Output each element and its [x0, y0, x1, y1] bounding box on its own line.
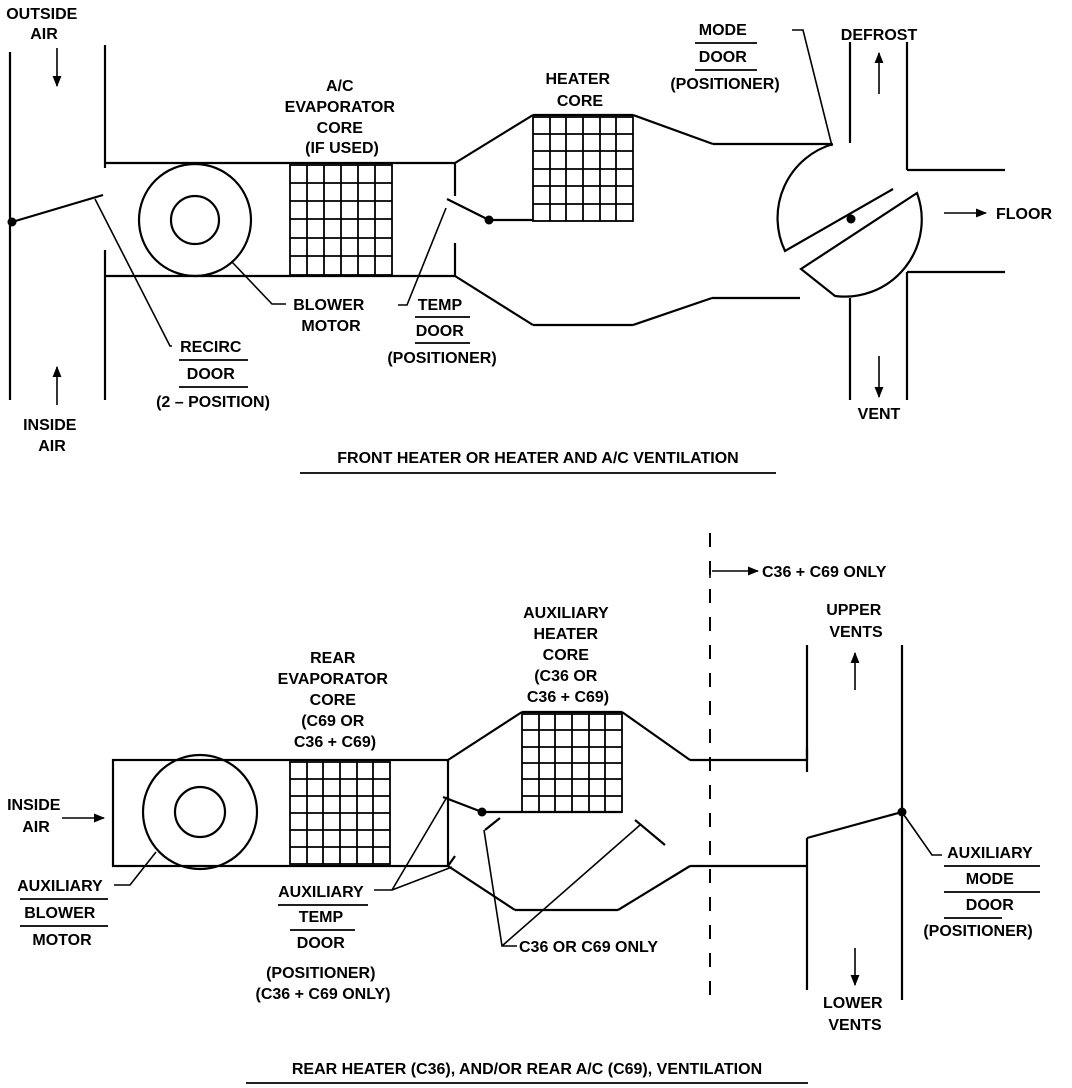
front-inside-air-label: INSIDE AIR [23, 417, 81, 455]
c36-or-c69-leader-2 [501, 824, 641, 947]
rear-heater-core-grid [521, 713, 623, 813]
rear-temp-door [442, 795, 483, 814]
front-temp-door [446, 198, 490, 221]
temp-door-leader [398, 207, 447, 306]
front-blower-fan [169, 194, 221, 246]
mode-door-label: MODE DOOR (POSITIONER) [670, 22, 779, 93]
aux-mode-door-leader [903, 814, 942, 856]
front-mode-door-pivot [846, 214, 856, 224]
c36-or-c69-leader-1 [483, 829, 517, 947]
front-bypass-lower-slope [454, 275, 534, 326]
c36-or-c69-only-label: C36 OR C69 ONLY [519, 939, 658, 956]
rear-blower-fan [173, 785, 227, 839]
rear-inside-air-label: INSIDE AIR [7, 797, 65, 836]
temp-door-label: TEMP DOOR (POSITIONER) [387, 297, 496, 367]
rear-evaporator-label: REAR EVAPORATOR CORE (C69 OR C36 + C69) [278, 650, 393, 751]
blower-motor-leader [231, 261, 286, 305]
front-heater-upper-slope [454, 114, 534, 164]
front-evaporator-grid [289, 164, 393, 276]
rear-bypass-lower-slope [447, 865, 516, 911]
outside-air-label: OUTSIDE AIR [6, 6, 82, 43]
c36-c69-only-label: C36 + C69 ONLY [762, 564, 887, 581]
front-blower-housing [137, 162, 253, 278]
auxiliary-mode-door [806, 810, 903, 840]
rear-title: REAR HEATER (C36), AND/OR REAR A/C (C69)… [292, 1061, 762, 1078]
front-system: OUTSIDE AIR INSIDE AIR A/C EVAPORATOR CO… [6, 6, 1052, 474]
floor-label: FLOOR [996, 206, 1052, 223]
rear-duct [111, 758, 450, 868]
auxiliary-mode-door-pivot [897, 807, 907, 817]
defrost-label: DEFROST [841, 27, 918, 44]
front-title: FRONT HEATER OR HEATER AND A/C VENTILATI… [337, 450, 738, 467]
rear-heater-outlet-slope [621, 711, 691, 761]
front-mode-door-upper-half [776, 142, 894, 253]
aux-blower-motor-leader [114, 851, 157, 886]
front-mode-door-lower-half [799, 191, 923, 298]
aux-mode-door-label: AUXILIARY MODE DOOR (POSITIONER) [923, 845, 1037, 940]
rear-evaporator-grid [289, 761, 391, 865]
front-heater-core-grid [532, 116, 634, 222]
ac-evaporator-label: A/C EVAPORATOR CORE (IF USED) [285, 78, 400, 157]
front-heater-outlet-slope [632, 113, 714, 146]
aux-temp-door-label: AUXILIARY TEMP DOOR (POSITIONER) (C36 + … [255, 884, 390, 1003]
heater-core-label: HEATER CORE [545, 71, 614, 110]
upper-vents-label: UPPER VENTS [826, 602, 886, 641]
recirc-door-pivot [7, 217, 17, 227]
rear-baffle-left [484, 817, 501, 831]
aux-blower-motor-label: AUXILIARY BLOWER MOTOR [17, 878, 107, 949]
rear-bypass-outlet-slope [617, 865, 691, 911]
recirc-door [11, 193, 104, 224]
rear-blower-housing [141, 753, 259, 871]
lower-vents-label: LOWER VENTS [823, 995, 887, 1034]
recirc-door-leader [94, 198, 172, 347]
aux-heater-core-label: AUXILIARY HEATER CORE (C36 OR C36 + C69) [523, 605, 613, 706]
vent-label: VENT [858, 406, 901, 423]
rear-baffle-right [634, 819, 666, 846]
blower-motor-label: BLOWER MOTOR [293, 297, 369, 335]
aux-temp-door-leader-2 [391, 866, 453, 891]
rear-baffle-inlet [447, 855, 456, 867]
mode-door-leader [792, 29, 833, 147]
front-temp-door-pivot [484, 215, 494, 225]
aux-temp-door-leader-1 [374, 796, 448, 891]
rear-heater-upper-slope [447, 711, 523, 761]
recirc-door-label: RECIRC DOOR (2 – POSITION) [156, 339, 270, 411]
front-bypass-outlet-slope [632, 296, 713, 327]
rear-system: C36 + C69 ONLY AUXILIARY HEATER CORE (C3… [7, 533, 1040, 1084]
rear-temp-door-pivot [477, 807, 487, 817]
